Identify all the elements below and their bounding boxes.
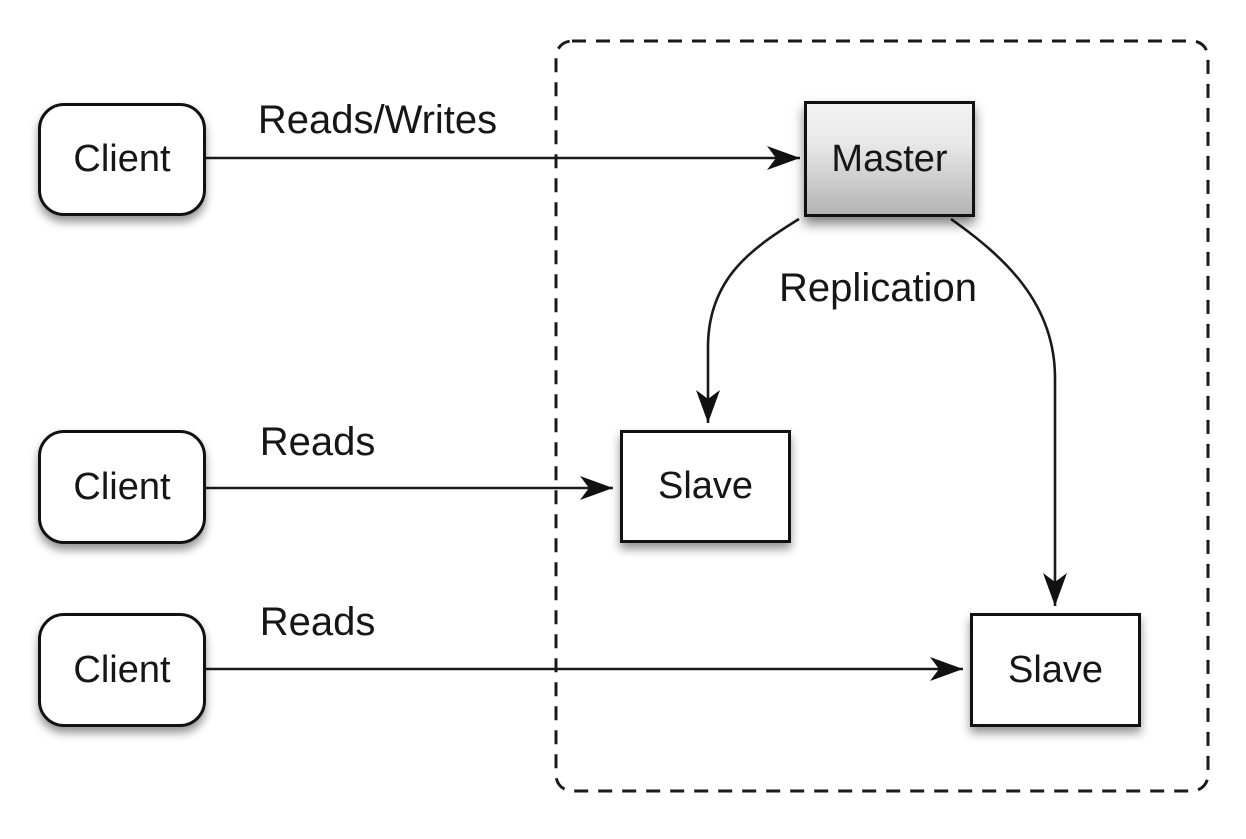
client-middle-label: Client	[73, 465, 171, 508]
client-top-node: Client	[38, 103, 206, 216]
reads-bottom-edge-label: Reads	[259, 600, 376, 644]
slave-right-label: Slave	[1007, 648, 1104, 691]
client-bottom-node: Client	[38, 613, 206, 727]
replication-arrow-left	[696, 217, 800, 423]
replication-arrow-right	[950, 217, 1067, 606]
slave-left-node: Slave	[620, 430, 791, 543]
client-middle-node: Client	[38, 430, 206, 544]
client-bottom-label: Client	[73, 648, 171, 691]
slave-right-node: Slave	[970, 613, 1141, 727]
reads-middle-edge-label: Reads	[259, 420, 376, 464]
slave-left-label: Slave	[657, 465, 754, 507]
reads-writes-edge-label: Reads/Writes	[257, 98, 498, 142]
replication-edge-label: Replication	[779, 266, 977, 310]
master-node: Master	[804, 101, 975, 217]
master-label: Master	[831, 137, 948, 180]
client-top-label: Client	[73, 138, 171, 180]
